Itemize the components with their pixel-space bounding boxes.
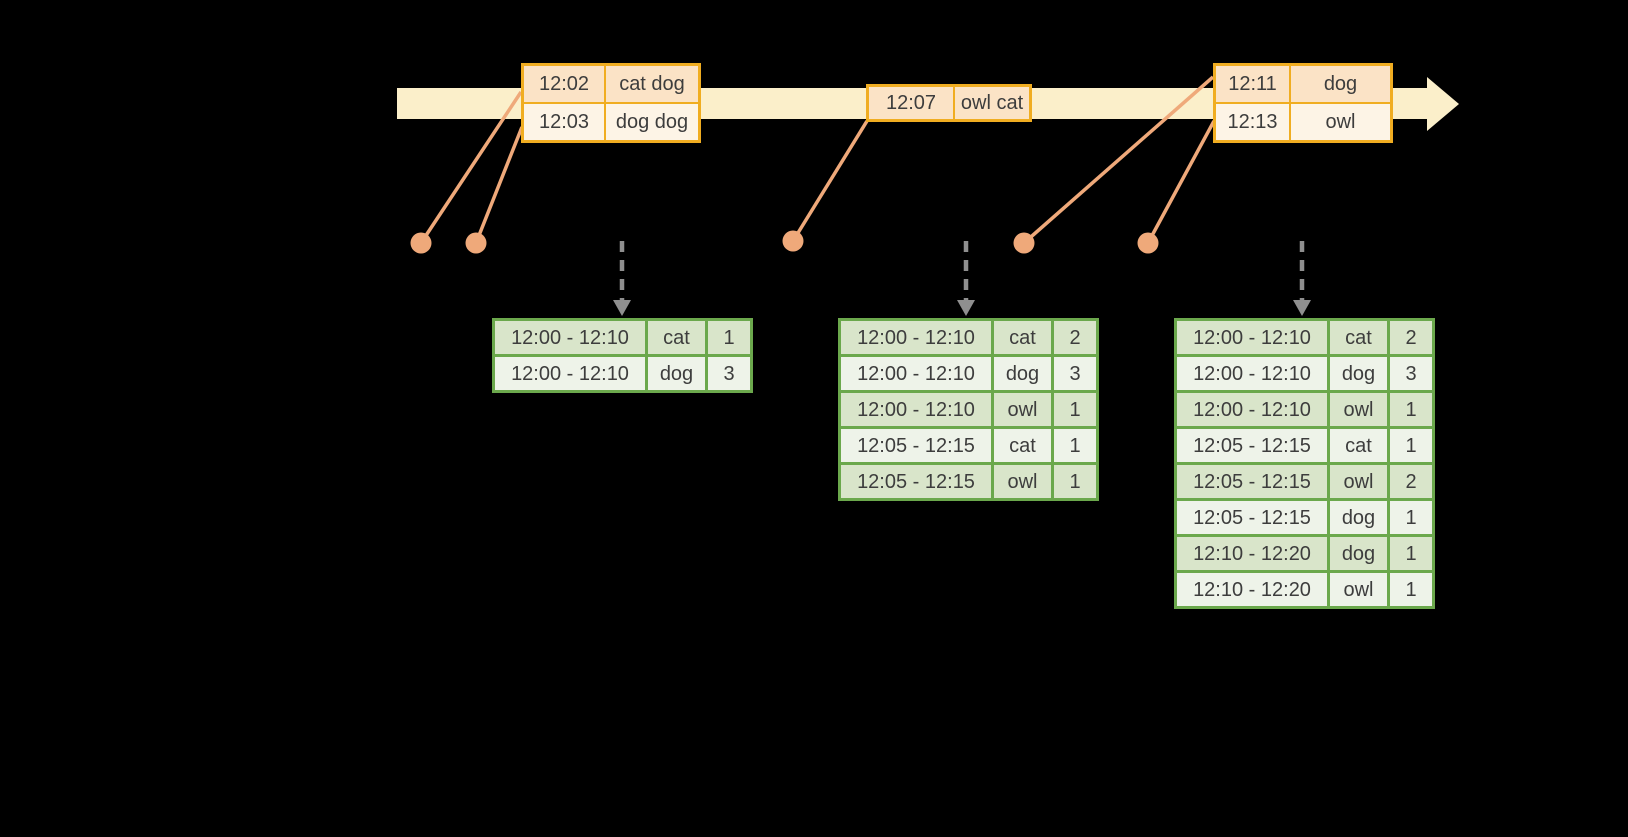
count-cell: 3	[1390, 357, 1432, 390]
window-cell: 12:00 - 12:10	[841, 321, 991, 354]
window-cell: 12:05 - 12:15	[1177, 465, 1327, 498]
trigger-arrow-head-icon	[613, 300, 631, 316]
event-words-cell: cat dog	[606, 66, 698, 102]
event-group-3: 12:11 dog 12:13 owl	[1213, 63, 1393, 143]
window-cell: 12:00 - 12:10	[495, 321, 645, 354]
event-time-cell: 12:11	[1216, 66, 1289, 102]
count-cell: 1	[1390, 537, 1432, 570]
event-group-1: 12:02 cat dog 12:03 dog dog	[521, 63, 701, 143]
window-cell: 12:05 - 12:15	[841, 465, 991, 498]
word-cell: dog	[994, 357, 1051, 390]
count-cell: 2	[1390, 321, 1432, 354]
window-cell: 12:05 - 12:15	[1177, 501, 1327, 534]
event-time-dot	[1137, 232, 1159, 254]
timeline-arrowhead-icon	[1427, 77, 1459, 131]
trigger-arrow-head-icon	[957, 300, 975, 316]
count-cell: 1	[708, 321, 750, 354]
count-cell: 1	[1054, 393, 1096, 426]
connector-line	[791, 120, 869, 242]
count-cell: 1	[1054, 429, 1096, 462]
word-cell: dog	[1330, 501, 1387, 534]
count-cell: 3	[1054, 357, 1096, 390]
window-cell: 12:10 - 12:20	[1177, 573, 1327, 606]
connector-line	[1022, 75, 1215, 245]
event-words-cell: dog dog	[606, 104, 698, 140]
word-cell: cat	[1330, 429, 1387, 462]
window-cell: 12:00 - 12:10	[841, 357, 991, 390]
event-time-cell: 12:02	[524, 66, 604, 102]
count-cell: 1	[1054, 465, 1096, 498]
connector-line	[1146, 120, 1216, 244]
count-cell: 1	[1390, 501, 1432, 534]
word-cell: dog	[1330, 357, 1387, 390]
word-cell: cat	[1330, 321, 1387, 354]
event-time-dot	[465, 232, 487, 254]
window-cell: 12:00 - 12:10	[495, 357, 645, 390]
window-cell: 12:00 - 12:10	[1177, 393, 1327, 426]
event-time-cell: 12:07	[869, 87, 953, 119]
connector-line	[474, 126, 524, 244]
event-time-dot	[1013, 232, 1035, 254]
window-cell: 12:05 - 12:15	[1177, 429, 1327, 462]
word-cell: dog	[648, 357, 705, 390]
word-cell: dog	[1330, 537, 1387, 570]
window-cell: 12:00 - 12:10	[1177, 357, 1327, 390]
event-words-cell: dog	[1291, 66, 1390, 102]
word-cell: owl	[994, 393, 1051, 426]
connector-line	[419, 91, 523, 244]
word-cell: owl	[994, 465, 1051, 498]
window-cell: 12:00 - 12:10	[1177, 321, 1327, 354]
event-group-2: 12:07 owl cat	[866, 84, 1032, 122]
word-cell: owl	[1330, 573, 1387, 606]
count-cell: 1	[1390, 393, 1432, 426]
word-cell: owl	[1330, 393, 1387, 426]
event-time-dot	[410, 232, 432, 254]
word-cell: cat	[994, 321, 1051, 354]
window-cell: 12:00 - 12:10	[841, 393, 991, 426]
event-time-cell: 12:13	[1216, 104, 1289, 140]
result-table-2: 12:00 - 12:10 cat 2 12:00 - 12:10 dog 3 …	[838, 318, 1099, 501]
count-cell: 3	[708, 357, 750, 390]
word-cell: cat	[648, 321, 705, 354]
result-table-3: 12:00 - 12:10 cat 2 12:00 - 12:10 dog 3 …	[1174, 318, 1435, 609]
event-time-dot	[782, 230, 804, 252]
word-cell: owl	[1330, 465, 1387, 498]
window-cell: 12:10 - 12:20	[1177, 537, 1327, 570]
window-cell: 12:05 - 12:15	[841, 429, 991, 462]
event-words-cell: owl cat	[955, 87, 1029, 119]
event-time-cell: 12:03	[524, 104, 604, 140]
count-cell: 2	[1390, 465, 1432, 498]
count-cell: 1	[1390, 573, 1432, 606]
trigger-arrow-head-icon	[1293, 300, 1311, 316]
count-cell: 2	[1054, 321, 1096, 354]
word-cell: cat	[994, 429, 1051, 462]
event-words-cell: owl	[1291, 104, 1390, 140]
result-table-1: 12:00 - 12:10 cat 1 12:00 - 12:10 dog 3	[492, 318, 753, 393]
count-cell: 1	[1390, 429, 1432, 462]
